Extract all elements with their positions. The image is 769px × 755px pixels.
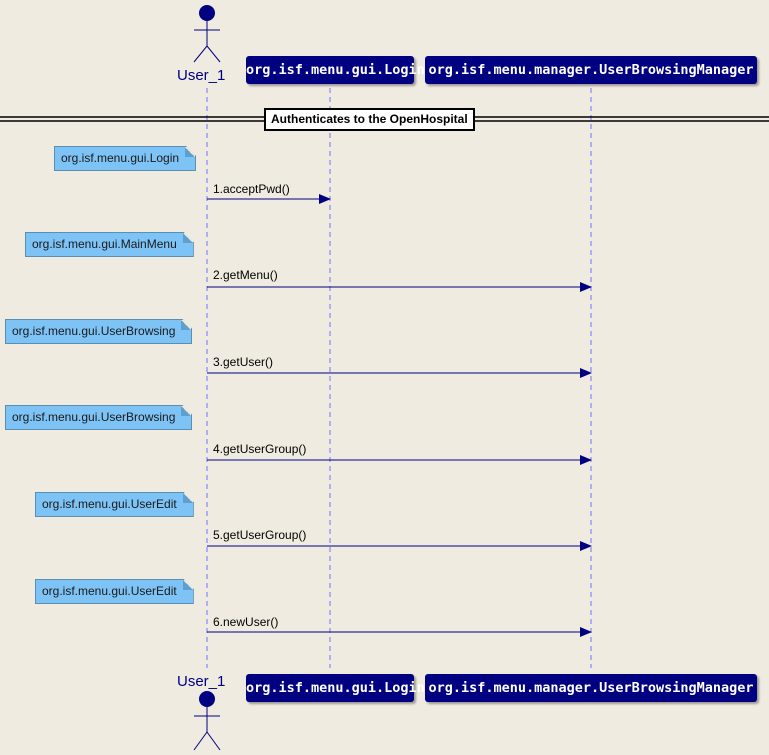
note-text: org.isf.menu.gui.UserEdit [42, 497, 177, 511]
participant-login-top: org.isf.menu.gui.Login [246, 56, 425, 84]
actor-icon-top [193, 5, 221, 63]
participant-manager-top: org.isf.menu.manager.UserBrowsingManager [425, 56, 757, 84]
actor-label-bottom: User_1 [177, 673, 226, 690]
note: org.isf.menu.gui.UserEdit [35, 492, 194, 517]
note: org.isf.menu.gui.MainMenu [25, 232, 194, 257]
note: org.isf.menu.gui.UserBrowsing [5, 319, 192, 344]
note-text: org.isf.menu.gui.UserBrowsing [12, 410, 176, 424]
message-label: 2.getMenu() [213, 268, 278, 282]
note: org.isf.menu.gui.UserBrowsing [5, 405, 192, 430]
participant-manager-bottom: org.isf.menu.manager.UserBrowsingManager [425, 674, 757, 702]
message-label: 6.newUser() [213, 615, 279, 629]
message-label: 3.getUser() [213, 355, 274, 369]
actor-icon-bottom [193, 691, 221, 751]
note-text: org.isf.menu.gui.UserEdit [42, 584, 177, 598]
note-text: org.isf.menu.gui.MainMenu [32, 237, 177, 251]
note: org.isf.menu.gui.UserEdit [35, 579, 194, 604]
message-label: 4.getUserGroup() [213, 442, 307, 456]
participant-login-bottom: org.isf.menu.gui.Login [246, 674, 425, 702]
actor-label-top: User_1 [177, 67, 226, 84]
note-text: org.isf.menu.gui.UserBrowsing [12, 324, 176, 338]
note-text: org.isf.menu.gui.Login [61, 151, 180, 165]
message-label: 1.acceptPwd() [213, 182, 290, 196]
note: org.isf.menu.gui.Login [54, 146, 196, 171]
message-label: 5.getUserGroup() [213, 528, 307, 542]
group-label: Authenticates to the OpenHospital [264, 108, 475, 131]
